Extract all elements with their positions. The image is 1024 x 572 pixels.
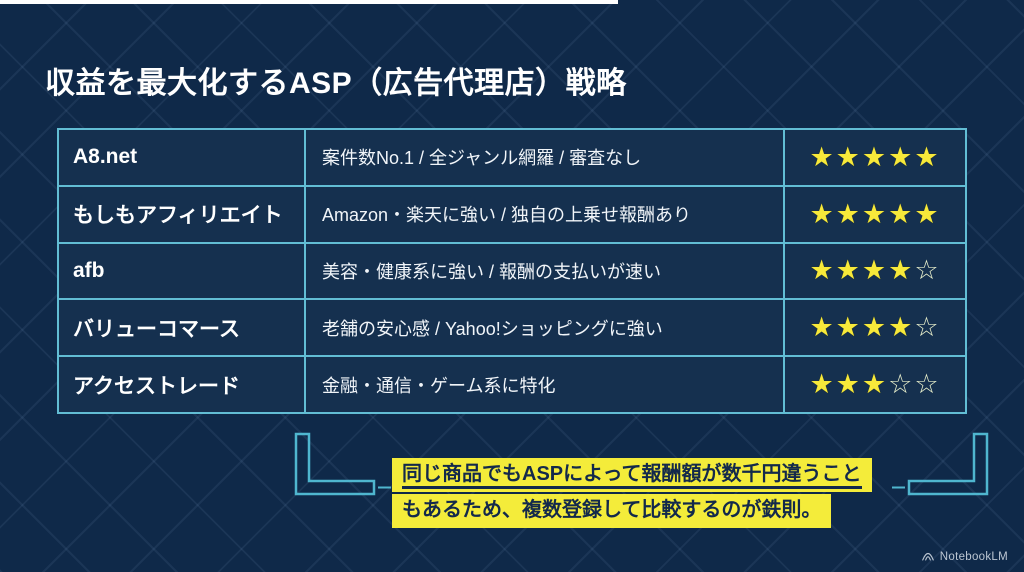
star-filled-icon: ★ [888, 312, 915, 343]
star-filled-icon: ★ [914, 141, 941, 172]
star-filled-icon: ★ [809, 255, 836, 286]
top-edge-artifact [0, 0, 618, 4]
asp-name-cell: アクセストレード [73, 374, 240, 398]
rating-stars: ★★★★★ [785, 130, 965, 185]
star-empty-icon: ☆ [914, 312, 941, 343]
star-filled-icon: ★ [914, 198, 941, 229]
asp-name-cell: afb [73, 258, 105, 282]
rating-stars: ★★★★☆ [785, 244, 965, 299]
star-empty-icon: ☆ [914, 369, 941, 400]
star-filled-icon: ★ [809, 198, 836, 229]
asp-description-cell: Amazon・楽天に強い / 独自の上乗せ報酬あり [304, 186, 785, 242]
brand-label: NotebookLM [939, 551, 1008, 563]
star-filled-icon: ★ [888, 141, 915, 172]
star-filled-icon: ★ [835, 198, 862, 229]
star-filled-icon: ★ [835, 141, 862, 172]
callout-line-2: もあるため、複数登録して比較するのが鉄則。 [392, 494, 832, 528]
star-filled-icon: ★ [809, 369, 836, 400]
asp-description-cell: 美容・健康系に強い / 報酬の支払いが速い [304, 243, 785, 299]
rating-stars: ★★★★☆ [785, 300, 965, 355]
callout-line-1: 同じ商品でもASPによって報酬額が数千円違うこと [392, 458, 872, 492]
notebooklm-logo-icon [921, 552, 934, 561]
asp-name-cell: A8.net [73, 145, 138, 169]
asp-description-cell: 金融・通信・ゲーム系に特化 [304, 357, 785, 412]
star-filled-icon: ★ [861, 369, 889, 400]
callout-note: 同じ商品でもASPによって報酬額が数千円違うこと もあるため、複数登録して比較す… [392, 458, 872, 528]
star-filled-icon: ★ [861, 312, 889, 343]
star-filled-icon: ★ [835, 255, 862, 286]
rating-stars: ★★★☆☆ [785, 357, 965, 412]
rating-stars: ★★★★★ [785, 187, 965, 242]
star-empty-icon: ☆ [888, 369, 915, 400]
star-filled-icon: ★ [835, 312, 862, 343]
asp-name-cell: もしもアフィリエイト [73, 204, 283, 228]
star-filled-icon: ★ [809, 312, 836, 343]
asp-name-cell: バリューコマース [73, 317, 240, 341]
star-filled-icon: ★ [861, 255, 889, 286]
asp-description-cell: 案件数No.1 / 全ジャンル網羅 / 審査なし [304, 130, 785, 185]
right-bracket-connector [892, 432, 989, 496]
star-filled-icon: ★ [861, 198, 889, 229]
page-title: 収益を最大化するASP（広告代理店）戦略 [45, 67, 627, 101]
star-filled-icon: ★ [861, 141, 889, 172]
star-filled-icon: ★ [888, 198, 915, 229]
star-filled-icon: ★ [888, 255, 915, 286]
table-row: アクセストレード金融・通信・ゲーム系に特化★★★☆☆ [59, 355, 965, 412]
notebooklm-branding: NotebookLM [921, 550, 1008, 564]
star-filled-icon: ★ [835, 369, 862, 400]
star-filled-icon: ★ [809, 141, 836, 172]
asp-description-cell: 老舗の安心感 / Yahoo!ショッピングに強い [304, 300, 785, 356]
star-empty-icon: ☆ [914, 255, 941, 286]
table-row: バリューコマース老舗の安心感 / Yahoo!ショッピングに強い★★★★☆ [59, 298, 965, 356]
left-bracket-connector [294, 432, 391, 496]
